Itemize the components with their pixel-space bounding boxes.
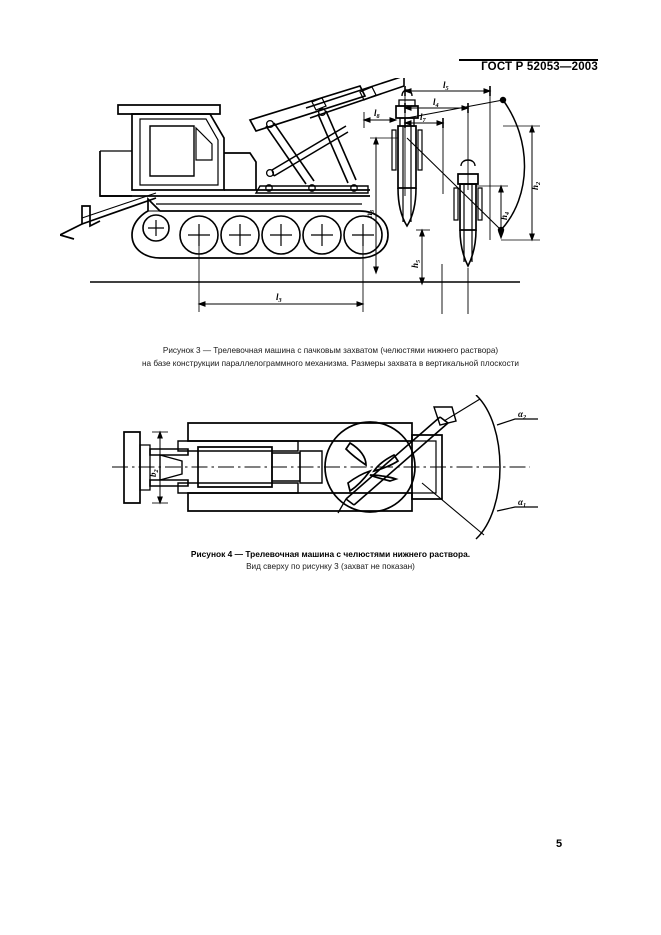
figure-3-drawing: l5 l4 l7 l8 l3 h2 h4 h3 h5 [60,78,601,336]
label-h3: h3 [364,210,376,218]
track-assembly [131,196,389,259]
road-wheels [142,214,383,255]
dimension-l3 [197,235,365,312]
label-l4: l4 [433,97,439,109]
header-rule [459,59,598,61]
tractor-body [99,104,370,197]
dimension-h3 [370,136,398,275]
front-blade-assembly [60,192,157,240]
top-view-blade [123,431,151,504]
label-l5: l5 [443,80,449,92]
figure-3-labels: l5 l4 l7 l8 l3 h2 h4 h3 h5 [276,80,542,304]
dimension-h5 [416,228,430,286]
dimension-b2 [152,430,168,505]
angle-leaders [496,418,538,512]
label-h5: h5 [410,260,422,268]
figure-4-caption: Рисунок 4 — Трелевочная машина с челюстя… [60,548,601,573]
label-l7: l7 [420,112,427,124]
label-alpha2: α2 [518,409,526,421]
figure-4-drawing: b2 α2 α1 [60,395,601,540]
grapple-rear-jaw [391,89,423,228]
label-b2: b2 [148,469,160,477]
page-number: 5 [556,838,563,850]
top-view-push-arms [149,448,189,487]
figure-3-caption: Рисунок 3 — Трелевочная машина с пачковы… [60,345,601,370]
figure-4-caption-line1: Рисунок 4 — Трелевочная машина с челюстя… [190,549,471,559]
label-h2: h2 [530,182,542,190]
swing-envelope-arc [421,395,501,540]
figure-4-caption-line2: Вид сверху по рисунку 3 (захват не показ… [246,561,415,571]
label-h4: h4 [499,212,511,220]
standard-number: ГОСТ Р 52053—2003 [481,61,598,73]
dimension-h2 [501,124,540,242]
figure-4-labels: b2 α2 α1 [148,409,526,509]
label-alpha1: α1 [518,497,526,509]
dimension-h4 [476,184,508,240]
top-view-grapple [324,406,457,514]
figure-3-caption-line1: Рисунок 3 — Трелевочная машина с пачковы… [162,346,499,355]
dimension-l8 [362,112,398,128]
label-l8: l8 [374,108,380,120]
label-l3: l3 [276,292,282,304]
grapple-front-jaw [453,159,483,268]
parallelogram-linkage [248,78,405,194]
figure-3-caption-line2: на базе конструкции параллелограммного м… [141,358,520,368]
